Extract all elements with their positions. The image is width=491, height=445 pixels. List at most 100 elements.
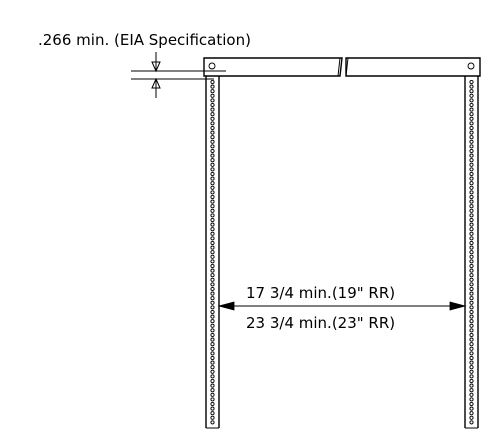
rail-hole (210, 107, 215, 112)
rail-hole (469, 89, 474, 94)
right-rail-holes (469, 79, 474, 425)
rail-hole (210, 190, 215, 195)
rail-hole (469, 125, 474, 131)
rail-hole (469, 291, 474, 296)
rail-hole (210, 406, 215, 411)
right-rack-rail (464, 76, 479, 429)
left-rail-holes (210, 79, 215, 425)
top-crossbar (203, 57, 481, 77)
rail-hole (210, 194, 215, 200)
rail-hole (469, 199, 474, 204)
rail-hole (210, 112, 215, 117)
rail-hole (210, 388, 215, 393)
rail-hole (469, 84, 474, 89)
rail-hole (210, 158, 215, 163)
rail-hole (469, 217, 474, 223)
rail-hole (210, 89, 215, 94)
rail-hole (210, 332, 215, 338)
rail-hole (210, 392, 215, 397)
rail-hole (210, 185, 215, 190)
left-rack-rail (205, 76, 220, 429)
rail-hole (469, 236, 474, 241)
rail-hole (469, 351, 474, 356)
rail-hole (469, 194, 474, 200)
rail-hole (469, 171, 474, 177)
rail-hole (210, 135, 215, 140)
rail-hole (469, 369, 474, 374)
rail-hole (210, 162, 215, 167)
rail-hole (210, 199, 215, 204)
rail-hole (469, 208, 474, 213)
rail-hole (210, 144, 215, 149)
rail-hole (469, 263, 474, 269)
rail-hole (210, 259, 215, 264)
rail-hole (210, 240, 215, 246)
width-19-label: 17 3/4 min.(19" RR) (246, 284, 395, 302)
rail-hole (210, 319, 215, 324)
rail-hole (469, 300, 474, 305)
rail-hole (210, 116, 215, 121)
rail-hole (469, 323, 474, 328)
rail-hole (469, 328, 474, 333)
rail-hole (469, 397, 474, 402)
rail-hole (210, 374, 215, 379)
rail-hole (469, 93, 474, 98)
rail-hole (469, 332, 474, 338)
rail-hole (469, 286, 474, 292)
rail-hole (469, 121, 474, 126)
rail-hole (469, 240, 474, 246)
rail-hole (210, 121, 215, 126)
rail-hole (210, 231, 215, 236)
rail-hole (210, 102, 215, 108)
rail-hole (469, 158, 474, 163)
rail-hole (469, 305, 474, 310)
rail-hole (469, 245, 474, 250)
rail-hole (469, 153, 474, 158)
rail-hole (469, 185, 474, 190)
rail-hole (469, 213, 474, 218)
rail-hole (469, 392, 474, 397)
crossbar-hole-right (467, 62, 475, 70)
rail-hole (210, 236, 215, 241)
rail-hole (469, 204, 474, 209)
rail-hole (210, 181, 215, 186)
width-dimension (217, 301, 467, 311)
rail-hole (469, 378, 474, 384)
rail-hole (469, 411, 474, 416)
rail-hole (469, 314, 474, 319)
rail-hole (210, 337, 215, 342)
rail-hole (210, 167, 215, 172)
rail-hole (469, 319, 474, 324)
rail-hole (469, 102, 474, 108)
rail-hole (210, 98, 215, 103)
rail-hole (469, 355, 474, 361)
rail-hole (210, 296, 215, 301)
rail-hole (210, 208, 215, 213)
rail-hole (210, 328, 215, 333)
rail-hole (210, 286, 215, 292)
rail-hole (469, 309, 474, 315)
rail-hole (469, 181, 474, 186)
rail-hole (469, 365, 474, 370)
rail-hole (210, 153, 215, 158)
rail-hole (210, 213, 215, 218)
rail-hole (210, 254, 215, 259)
rail-hole (469, 250, 474, 255)
rail-hole (469, 360, 474, 365)
rail-hole (210, 84, 215, 89)
rail-hole (469, 135, 474, 140)
rail-hole (469, 176, 474, 181)
rail-hole (210, 323, 215, 328)
rail-hole (210, 263, 215, 269)
eia-spec-note: .266 min. (EIA Specification) (38, 31, 251, 49)
rail-hole (469, 148, 474, 154)
rail-hole (469, 116, 474, 121)
rail-hole (210, 130, 215, 135)
rail-hole (210, 222, 215, 227)
rail-hole (469, 259, 474, 264)
rail-hole (210, 79, 215, 85)
rail-hole (469, 107, 474, 112)
rail-hole (469, 130, 474, 135)
rail-hole (210, 273, 215, 278)
